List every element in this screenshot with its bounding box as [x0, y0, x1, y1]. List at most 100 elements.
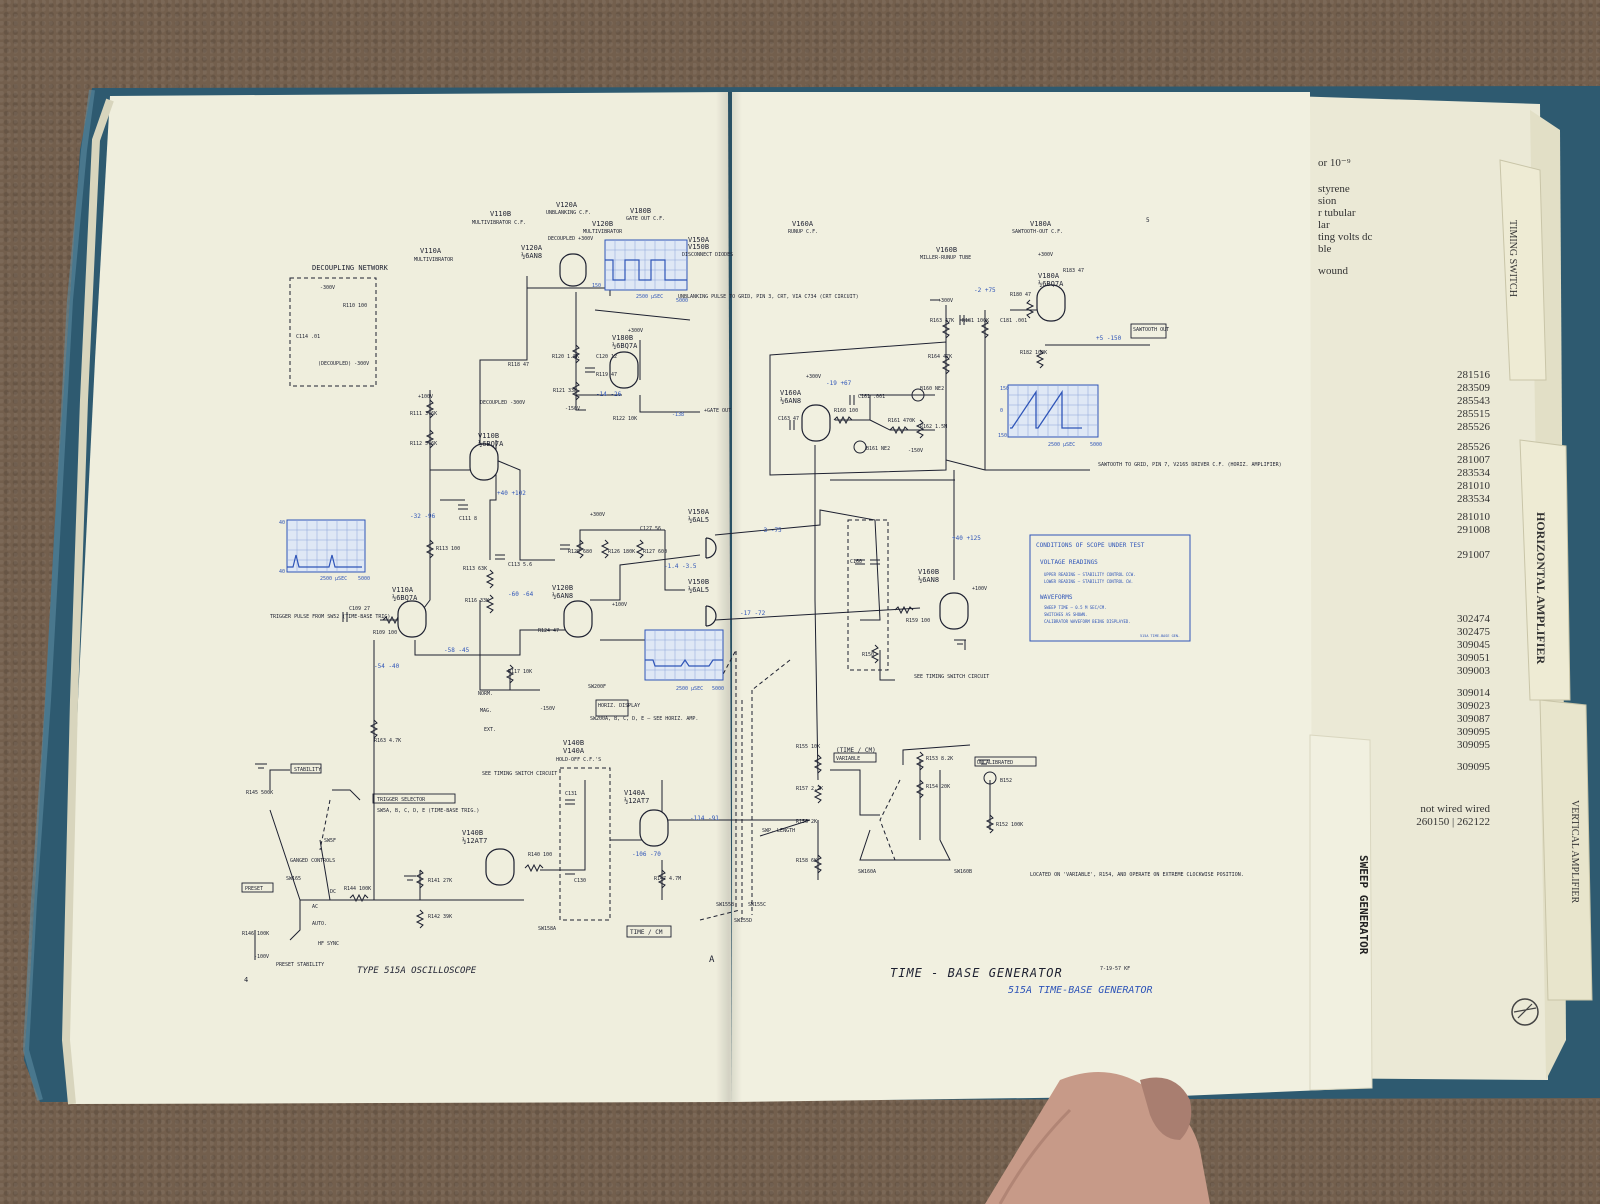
tube-title-v160b: V160B	[936, 246, 957, 254]
sw200-note: SW200A, B, C, D, E — SEE HORIZ. AMP.	[590, 716, 698, 722]
back-text-line: wound	[1318, 265, 1348, 277]
right-page-labels: V160A RUNUP C.F. V180A SAWTOOTH-OUT C.F.…	[716, 217, 1282, 996]
vacuum-tube-symbols-right	[705, 284, 1066, 630]
time-cm-label[interactable]: TIME / CM	[630, 929, 663, 936]
label-v120a: V120A	[521, 244, 543, 252]
preset-label[interactable]: PRESET	[245, 886, 263, 892]
sawtooth-out-label[interactable]: SAWTOOTH OUT	[1133, 327, 1169, 333]
label-c131: C131	[565, 791, 577, 797]
ac-label: AC	[312, 904, 318, 910]
tube-subtitle: MULTIVIBRATOR	[583, 229, 623, 235]
left-page-labels: V110B MULTIVIBRATOR C.F. V120A UNBLANKIN…	[242, 201, 859, 984]
voltage-reading: +40 +102	[497, 490, 526, 497]
label-c109: C109 27	[349, 606, 370, 612]
tab-timing-switch-label[interactable]: TIMING SWITCH	[1507, 220, 1518, 297]
back-text-line: lar	[1318, 219, 1330, 231]
decoupled-label: (DECOUPLED) -300V	[318, 361, 369, 367]
part-number: 309045	[1457, 639, 1491, 651]
tube-title-v180b: V180B	[630, 207, 651, 215]
left-page	[66, 92, 732, 1104]
wave-label: 150	[592, 283, 601, 289]
part-number: 309051	[1457, 652, 1490, 664]
wave-label: 2500 μSEC	[320, 576, 347, 582]
unblanking-note: UNBLANKING PULSE TO GRID, PIN 3, CRT, VI…	[678, 294, 859, 300]
tube-subtitle: MILLER-RUNUP TUBE	[920, 255, 971, 261]
label-decoupled: DECOUPLED -300V	[480, 400, 525, 406]
label-c181: C181 .001	[1000, 318, 1027, 324]
label-r153: R153 8.2K	[926, 756, 953, 762]
conditions-voltage: VOLTAGE READINGS	[1040, 559, 1098, 566]
voltage-reading: +5 -150	[1096, 335, 1122, 342]
center-mark: A	[709, 955, 715, 965]
tube-subtitle: RUNUP C.F.	[788, 229, 818, 235]
tab-timing-switch-shape	[1499, 159, 1547, 381]
back-text-line: ting volts dc	[1318, 231, 1373, 243]
label-v140b-title: V140B	[563, 739, 584, 747]
label-r119: R119 47	[596, 372, 617, 378]
part-number: 285526	[1457, 421, 1491, 433]
label-r159: R159 100	[906, 618, 930, 624]
tube-subtitle: DISCONNECT DIODES	[682, 252, 733, 258]
label-r116: R116 33K	[465, 598, 489, 604]
norm-label: NORM.	[478, 691, 493, 697]
waveform-hold-off	[644, 629, 724, 681]
part-number: 283534	[1457, 493, 1491, 505]
swp-length-label[interactable]: SWP. LENGTH	[762, 828, 795, 834]
label-v110b: V110B	[478, 432, 499, 440]
right-schematic	[714, 289, 1150, 920]
voltage-label: -100V	[254, 954, 269, 960]
conditions-upper: UPPER READING — STABILITY CONTROL CCW.	[1044, 572, 1136, 577]
voltage-label: +300V	[938, 298, 953, 304]
variable-label[interactable]: VARIABLE	[836, 756, 860, 762]
part-number: 302474	[1457, 613, 1491, 625]
tab-sweep-generator-label[interactable]: SWEEP GENERATOR	[1357, 855, 1370, 955]
label-r146: R146 100K	[242, 931, 269, 937]
label-r183: R183 47	[1063, 268, 1084, 274]
label-r126: R126 180K	[608, 549, 635, 555]
hf-sync-label: HF SYNC	[318, 941, 339, 947]
label-6al5: ½6AL5	[688, 516, 709, 524]
tube-subtitle: MULTIVIBRATOR C.F.	[472, 220, 526, 226]
voltage-reading: -1.4 -3.5	[664, 563, 697, 570]
tab-vertical-amplifier-label[interactable]: VERTICAL AMPLIFIER	[1569, 800, 1580, 904]
tab-horizontal-amplifier-label[interactable]: HORIZONTAL AMPLIFIER	[1534, 512, 1548, 664]
conditions-switches: SWITCHES AS SHOWN.	[1044, 612, 1087, 617]
label-sw155c: SW155C	[748, 902, 766, 908]
voltage-reading: -60 -64	[508, 591, 534, 598]
label-v120b: V120B	[552, 584, 573, 592]
label-c111: C111 8	[459, 516, 477, 522]
hold-off-subtitle: HOLD-OFF C.F.'S	[556, 757, 601, 763]
part-number: 281007	[1457, 454, 1491, 466]
left-page-edges	[61, 98, 114, 1105]
label-6bq7a: ½6BQ7A	[612, 342, 638, 350]
right-labels-boxes	[833, 323, 1167, 767]
label-12at7: ½12AT7	[462, 837, 487, 845]
part-number: 283534	[1457, 467, 1491, 479]
voltage-label: +300V	[628, 328, 643, 334]
label-r111: R111 3.6K	[410, 411, 437, 417]
stability-label[interactable]: STABILITY	[294, 767, 321, 773]
waveform-sawtooth	[1007, 384, 1099, 438]
label-b161: B161 NE2	[866, 446, 890, 452]
wave-label: 150	[1000, 386, 1009, 392]
label-r161: R161 470K	[888, 418, 915, 424]
uncalibrated-label[interactable]: UNCALIBRATED	[977, 760, 1013, 766]
label-r152: R152 100K	[996, 822, 1023, 828]
voltage-label: +100V	[418, 394, 433, 400]
label-r158: R158 6K	[796, 858, 817, 864]
part-number: 309095	[1457, 726, 1491, 738]
label-r117: R117 10K	[508, 669, 532, 675]
tube-title-v150b: V150B	[688, 243, 709, 251]
voltage-label: -150V	[908, 448, 923, 454]
label-6an8: ½6AN8	[552, 592, 573, 600]
label-v150a: V150A	[688, 508, 710, 516]
label-r182: R182 100K	[1020, 350, 1047, 356]
trigger-selector-label[interactable]: TRIGGER SELECTOR	[377, 797, 426, 803]
voltage-label: +300V	[806, 374, 821, 380]
label-r121: R121 33K	[553, 388, 577, 394]
label-r162: R162 1.5M	[920, 424, 947, 430]
voltage-reading: -106 -70	[632, 851, 661, 858]
label-r145: R145 500K	[246, 790, 273, 796]
tube-subtitle: SAWTOOTH-OUT C.F.	[1012, 229, 1063, 235]
